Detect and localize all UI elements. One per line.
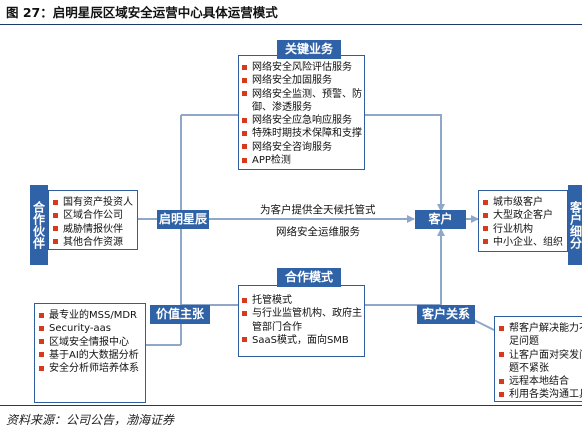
value-prop-list: 最专业的MSS/MDR Security-aas 区域安全情报中心 基于AI的大… — [35, 304, 145, 375]
bullet-icon — [39, 365, 44, 371]
bullet-icon — [39, 339, 44, 345]
list-item: SaaS模式，面向SMB — [241, 334, 362, 347]
qiming-node: 启明星辰 — [157, 210, 209, 229]
list-item: 其他合作资源 — [52, 236, 135, 249]
key-services-box: 网络安全风险评估服务 网络安全加固服务 网络安全监测、预警、防御、渗透服务 网络… — [238, 55, 365, 170]
bottom-rule — [0, 405, 582, 406]
list-item: 帮客户解决能力不足问题 — [498, 322, 582, 349]
key-services-header: 关键业务 — [277, 40, 341, 59]
list-item: 特殊时期技术保障和支撑 — [241, 127, 362, 140]
bullet-icon — [483, 199, 488, 205]
list-item: 威胁情报伙伴 — [52, 223, 135, 236]
bullet-icon — [483, 239, 488, 245]
list-item: 远程本地结合 — [498, 375, 582, 388]
bullet-icon — [242, 157, 247, 163]
bullet-icon — [242, 310, 247, 316]
list-item: 区域合作公司 — [52, 209, 135, 222]
list-item: 网络安全应急响应服务 — [241, 114, 362, 127]
flow-label-top: 为客户提供全天候托管式 — [260, 204, 376, 216]
bullet-icon — [499, 391, 504, 397]
list-item: 托管模式 — [241, 294, 362, 307]
bullet-icon — [39, 352, 44, 358]
bullet-icon — [499, 325, 504, 331]
list-item: APP检测 — [241, 154, 362, 167]
customer-node: 客户 — [415, 210, 466, 229]
list-item: 国有资产投资人 — [52, 196, 135, 209]
list-item: 行业机构 — [482, 223, 565, 236]
list-item: 中小企业、组织 — [482, 236, 565, 249]
list-item: 与行业监管机构、政府主管部门合作 — [241, 307, 362, 334]
customer-segments-box: 城市级客户 大型政企客户 行业机构 中小企业、组织 — [478, 190, 568, 252]
list-item: 安全分析师培养体系 — [38, 362, 143, 375]
figure-title: 图 27：启明星辰区域安全运营中心具体运营模式 — [6, 5, 278, 20]
list-item: 利用各类沟通工具 — [498, 388, 582, 401]
bullet-icon — [483, 226, 488, 232]
customer-relations-header: 客户关系 — [417, 305, 475, 324]
flow-label-bottom: 网络安全运维服务 — [276, 226, 360, 238]
source-note: 资料来源：公司公告，渤海证券 — [6, 413, 175, 427]
bullet-icon — [242, 144, 247, 150]
bullet-icon — [53, 212, 58, 218]
list-item: 基于AI的大数据分析 — [38, 349, 143, 362]
bullet-icon — [39, 325, 44, 331]
bullet-icon — [242, 130, 247, 136]
bullet-icon — [242, 297, 247, 303]
list-item: 最专业的MSS/MDR — [38, 309, 143, 322]
list-item: 网络安全监测、预警、防御、渗透服务 — [241, 88, 362, 115]
value-prop-header: 价值主张 — [150, 305, 210, 324]
top-rule — [0, 24, 582, 25]
list-item: 区域安全情报中心 — [38, 336, 143, 349]
bullet-icon — [242, 337, 247, 343]
bullet-icon — [53, 239, 58, 245]
cooperation-box: 托管模式 与行业监管机构、政府主管部门合作 SaaS模式，面向SMB — [238, 285, 365, 357]
list-item: 网络安全加固服务 — [241, 74, 362, 87]
bullet-icon — [499, 352, 504, 358]
partners-box: 国有资产投资人 区域合作公司 威胁情报伙伴 其他合作资源 — [48, 190, 138, 250]
bullet-icon — [499, 378, 504, 384]
partners-list: 国有资产投资人 区域合作公司 威胁情报伙伴 其他合作资源 — [49, 191, 137, 249]
customer-relations-box: 帮客户解决能力不足问题 让客户面对突发问题不紧张 远程本地结合 利用各类沟通工具 — [494, 316, 582, 402]
bullet-icon — [53, 226, 58, 232]
relations-link — [473, 319, 495, 331]
bullet-icon — [242, 77, 247, 83]
bullet-icon — [242, 64, 247, 70]
key-services-to-customer-arrow — [365, 114, 445, 212]
list-item: Security-aas — [38, 322, 143, 335]
value-prop-box: 最专业的MSS/MDR Security-aas 区域安全情报中心 基于AI的大… — [34, 303, 146, 403]
bullet-icon — [242, 117, 247, 123]
key-services-list: 网络安全风险评估服务 网络安全加固服务 网络安全监测、预警、防御、渗透服务 网络… — [239, 56, 364, 167]
cooperation-header: 合作模式 — [277, 268, 341, 287]
list-item: 网络安全咨询服务 — [241, 141, 362, 154]
cooperation-list: 托管模式 与行业监管机构、政府主管部门合作 SaaS模式，面向SMB — [239, 286, 364, 347]
bullet-icon — [242, 91, 247, 97]
customer-segments-header: 客户细分 — [568, 185, 582, 265]
bullet-icon — [483, 212, 488, 218]
list-item: 让客户面对突发问题不紧张 — [498, 349, 582, 376]
customer-segments-list: 城市级客户 大型政企客户 行业机构 中小企业、组织 — [479, 191, 567, 249]
customer-relations-list: 帮客户解决能力不足问题 让客户面对突发问题不紧张 远程本地结合 利用各类沟通工具 — [495, 317, 582, 401]
list-item: 城市级客户 — [482, 196, 565, 209]
list-item: 大型政企客户 — [482, 209, 565, 222]
bullet-icon — [53, 199, 58, 205]
bullet-icon — [39, 312, 44, 318]
partners-header: 合作伙伴 — [30, 185, 48, 265]
list-item: 网络安全风险评估服务 — [241, 61, 362, 74]
coop-to-customer-arrow — [365, 228, 445, 306]
